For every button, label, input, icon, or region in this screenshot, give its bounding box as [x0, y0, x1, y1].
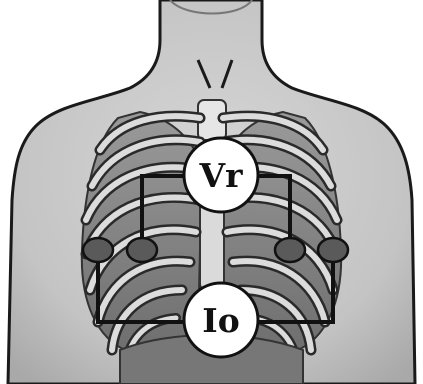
electrode-pad-inner-right: [275, 238, 305, 262]
current-label: Io: [202, 301, 239, 340]
electrode-pad-outer-right: [318, 238, 348, 262]
current-label-badge: Io: [184, 283, 258, 357]
voltage-label-badge: Vr: [184, 138, 258, 212]
electrode-pad-inner-left: [127, 238, 157, 262]
electrode-pad-outer-left: [83, 238, 113, 262]
voltage-label: Vr: [199, 156, 244, 195]
